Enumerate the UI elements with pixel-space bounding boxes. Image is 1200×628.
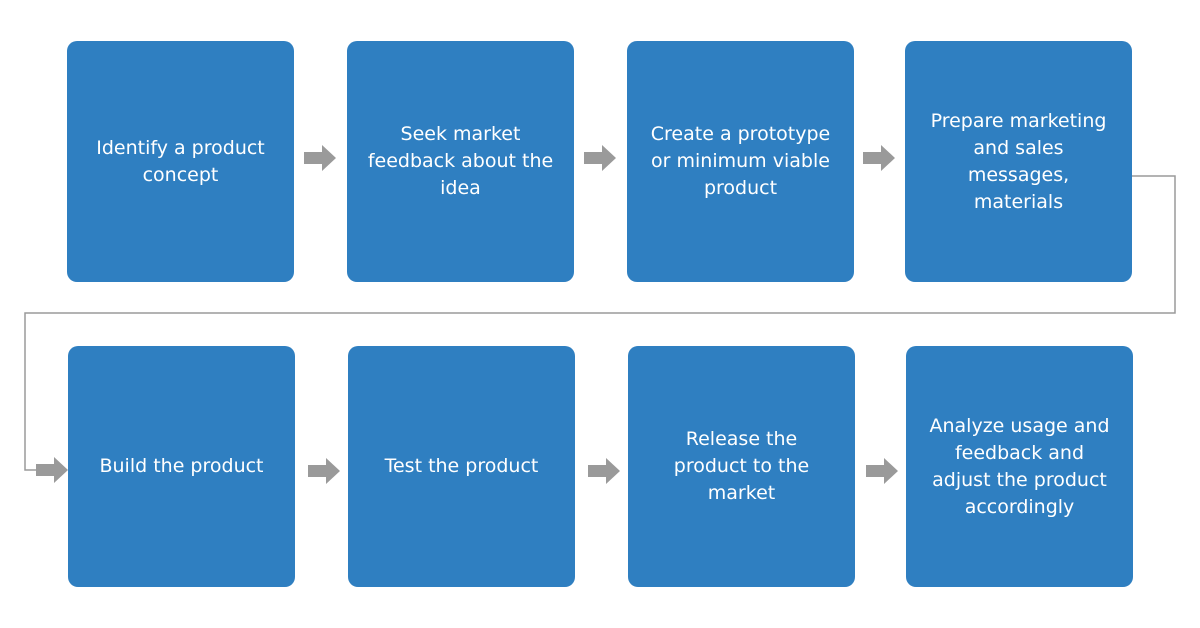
step-box-5: Build the product	[68, 346, 295, 587]
step-box-4: Prepare marketing and sales messages, ma…	[905, 41, 1132, 282]
step-label: Build the product	[99, 455, 264, 477]
right-arrow-icon	[584, 145, 616, 171]
step-label: Test the product	[384, 455, 539, 477]
right-arrow-icon	[36, 457, 68, 483]
right-arrow-icon	[308, 458, 340, 484]
step-box-3: Create a prototype or minimum viable pro…	[627, 41, 854, 282]
step-label: Release the product to the market	[673, 428, 810, 504]
step-label: Identify a product concept	[96, 136, 265, 186]
right-arrow-icon	[304, 145, 336, 171]
right-arrow-icon	[866, 458, 898, 484]
step-label: Prepare marketing and sales messages, ma…	[930, 109, 1107, 213]
step-box-2: Seek market feedback about the idea	[347, 41, 574, 282]
step-label: Seek market feedback about the idea	[367, 123, 554, 199]
right-arrow-icon	[588, 458, 620, 484]
step-box-8: Analyze usage and feedback and adjust th…	[906, 346, 1133, 587]
step-box-6: Test the product	[348, 346, 575, 587]
step-box-1: Identify a product concept	[67, 41, 294, 282]
step-box-7: Release the product to the market	[628, 346, 855, 587]
step-label: Analyze usage and feedback and adjust th…	[929, 414, 1110, 518]
step-label: Create a prototype or minimum viable pro…	[650, 123, 831, 199]
right-arrow-icon	[863, 145, 895, 171]
